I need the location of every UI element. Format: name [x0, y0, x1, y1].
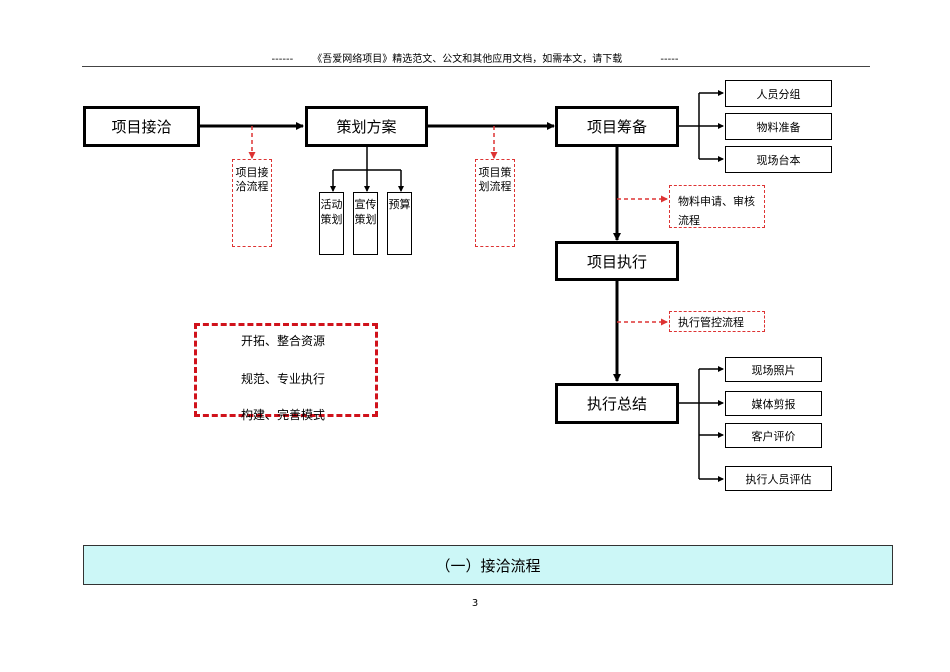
subprocess-material: 物料申请、审核流程: [669, 185, 765, 228]
plan-item-promotion: 宣传策划: [353, 192, 378, 255]
prep-item-staff-grouping: 人员分组: [725, 80, 832, 107]
motto-line-1: 开拓、整合资源: [241, 334, 326, 348]
node-planning: 策划方案: [305, 106, 428, 147]
subprocess-planning: 项目策划流程: [475, 159, 515, 247]
node-project-contact: 项目接洽: [83, 106, 200, 147]
header-left-dashes: ------: [271, 54, 294, 65]
summary-item-staff-evaluation: 执行人员评估: [725, 466, 832, 491]
page-number: 3: [471, 598, 479, 609]
header-rule: [82, 66, 870, 67]
summary-item-photos: 现场照片: [725, 357, 822, 382]
plan-item-budget: 预算: [387, 192, 412, 255]
motto-box: [194, 323, 378, 417]
node-execution: 项目执行: [555, 241, 679, 281]
motto-line-3: 构建、完善模式: [241, 408, 326, 422]
node-preparation: 项目筹备: [555, 106, 679, 147]
summary-item-clippings: 媒体剪报: [725, 391, 822, 416]
prep-item-script: 现场台本: [725, 146, 832, 173]
subprocess-contact: 项目接洽流程: [232, 159, 272, 247]
prep-item-materials: 物料准备: [725, 113, 832, 140]
page-header: ------ 《吾爱网络项目》精选范文、公文和其他应用文档，如需本文，请下载 -…: [0, 50, 950, 65]
motto-line-2: 规范、专业执行: [241, 372, 326, 386]
plan-item-activity: 活动策划: [319, 192, 344, 255]
section-title: （一）接洽流程: [435, 556, 541, 575]
header-title: 《吾爱网络项目》精选范文、公文和其他应用文档，如需本文，请下载: [312, 54, 623, 65]
section-banner: （一）接洽流程: [83, 545, 893, 585]
header-right-dashes: -----: [660, 54, 679, 65]
summary-item-feedback: 客户评价: [725, 423, 822, 448]
subprocess-control: 执行管控流程: [669, 311, 765, 332]
node-summary: 执行总结: [555, 383, 679, 424]
